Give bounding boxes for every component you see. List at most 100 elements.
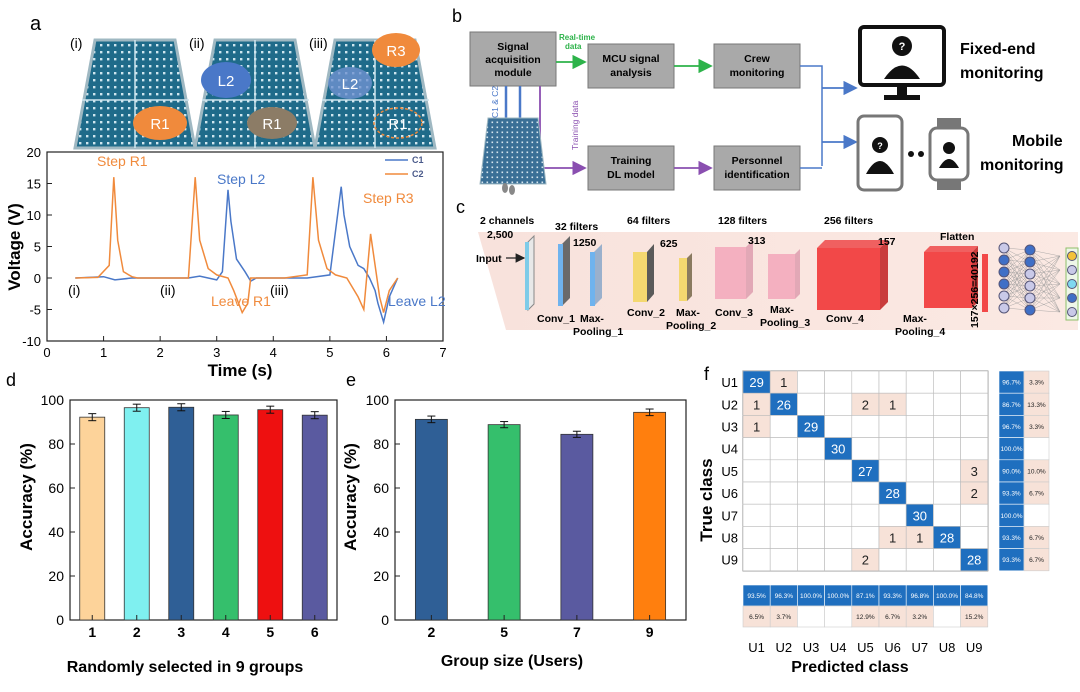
y-tick-label: -10 — [22, 334, 41, 349]
col-summary-value: 84.8% — [965, 593, 984, 600]
layer-pool2-b: Pooling_2 — [666, 320, 716, 332]
bar — [560, 433, 594, 621]
dense-edge — [1003, 273, 1031, 309]
col-summary-value: 100.0% — [800, 593, 822, 600]
y-tick-label: 20 — [373, 568, 389, 584]
bar — [301, 414, 328, 621]
footprint-label: R1 — [150, 116, 169, 133]
panel-label-d: d — [6, 370, 16, 390]
dense-edge — [1029, 269, 1061, 311]
box-training-line2: DL model — [607, 169, 655, 181]
box-training-line1: Training — [611, 155, 652, 167]
row-label: U1 — [721, 375, 738, 390]
matrix-cell — [933, 459, 961, 483]
dense-edge — [1029, 255, 1061, 299]
footprint-r1-faded — [247, 107, 297, 139]
box-training — [587, 145, 675, 191]
phone-icon: ? — [856, 114, 904, 192]
length-625: 625 — [660, 238, 678, 250]
matrix-cell — [769, 415, 798, 438]
summary-value: 90.0% — [1002, 468, 1021, 475]
matrix-value: 30 — [913, 508, 927, 523]
matrix-cell — [878, 370, 907, 394]
x-axis-label: Time (s) — [208, 361, 273, 380]
summary-value: 96.7% — [1002, 424, 1021, 431]
box-signal-acquisition — [469, 31, 557, 87]
matrix-cell — [905, 481, 934, 505]
matrix-cell — [797, 481, 825, 505]
matrix-cell — [878, 437, 907, 461]
y-tick-label: 0 — [34, 271, 41, 286]
col-label: U2 — [775, 640, 792, 655]
matrix-cell — [797, 548, 825, 572]
x-tick-label: 3 — [213, 345, 220, 360]
svg-text:?: ? — [899, 41, 906, 53]
col-summary-value: 15.2% — [965, 614, 984, 621]
box-signal-line1: Signal — [497, 41, 529, 53]
layer-conv3: Conv_3 — [715, 307, 753, 319]
summary-cell — [1023, 503, 1050, 527]
box-crew-line1: Crew — [744, 53, 771, 65]
input-tensor-front — [525, 242, 529, 310]
box-personnel-line1: Personnel — [732, 155, 783, 167]
matrix-cell — [905, 459, 934, 483]
matrix-cell — [824, 370, 853, 394]
col-summary-value: 87.1% — [856, 593, 875, 600]
matrix-cell — [824, 503, 853, 527]
filters-64: 64 filters — [627, 215, 670, 227]
col-label: U9 — [966, 640, 983, 655]
bar — [79, 416, 106, 621]
label-mobile-1: Mobile — [1012, 133, 1063, 150]
matrix-cell — [960, 370, 989, 394]
col-summary-value: 96.3% — [775, 593, 794, 600]
legend-label: C2 — [412, 169, 424, 179]
dense-edge — [1029, 255, 1061, 287]
y-tick-label: 5 — [34, 240, 41, 255]
mat-label-3: (iii) — [309, 35, 328, 51]
matrix-value: 2 — [862, 553, 869, 568]
x-tick-label: 4 — [222, 624, 230, 640]
matrix-cell — [851, 437, 880, 461]
x-tick-label: 5 — [326, 345, 333, 360]
watch-icon — [928, 118, 970, 190]
summary-cell — [1023, 437, 1050, 461]
dense-edge — [1029, 273, 1061, 299]
dense-edge — [1029, 297, 1061, 313]
dense-edge — [1003, 249, 1031, 285]
summary-value: 93.3% — [1002, 557, 1021, 564]
dense-edge — [1029, 249, 1061, 271]
dense-edge — [1029, 283, 1061, 311]
footprint-r3 — [372, 33, 420, 67]
neuron — [1024, 292, 1036, 304]
neuron — [998, 278, 1010, 290]
matrix-value: 30 — [831, 442, 845, 457]
neuron — [998, 242, 1010, 254]
dot-icon — [908, 151, 914, 157]
filters-256: 256 filters — [824, 215, 873, 227]
col-summary-value: 12.9% — [856, 614, 875, 621]
output-neuron — [1067, 307, 1077, 317]
x-tick-label: 4 — [270, 345, 277, 360]
box-signal-line2: acquisition — [485, 54, 540, 66]
annotation-iii: (iii) — [270, 282, 289, 298]
matrix-cell — [742, 481, 771, 505]
box-crew — [713, 43, 801, 89]
matrix-cell — [905, 415, 934, 438]
length-313: 313 — [748, 235, 766, 247]
matrix-cell — [797, 392, 825, 416]
matrix-cell — [851, 481, 880, 505]
bar — [168, 406, 195, 621]
footprint-label: R3 — [386, 43, 405, 60]
x-tick-label: 1 — [88, 624, 96, 640]
dense-edge — [1029, 283, 1061, 299]
y-tick-label: 20 — [27, 145, 41, 160]
layer-conv4: Conv_4 — [826, 313, 864, 325]
dense-edge — [1029, 255, 1061, 275]
col-label: U4 — [830, 640, 847, 655]
col-summary-value: 3.7% — [776, 614, 791, 621]
neuron — [998, 290, 1010, 302]
panel-b: b Signal acquisition module MCU signal a… — [452, 6, 1064, 195]
footprint-l2-faded — [328, 67, 372, 99]
matrix-cell — [851, 526, 880, 549]
panel-label-a: a — [30, 13, 42, 35]
